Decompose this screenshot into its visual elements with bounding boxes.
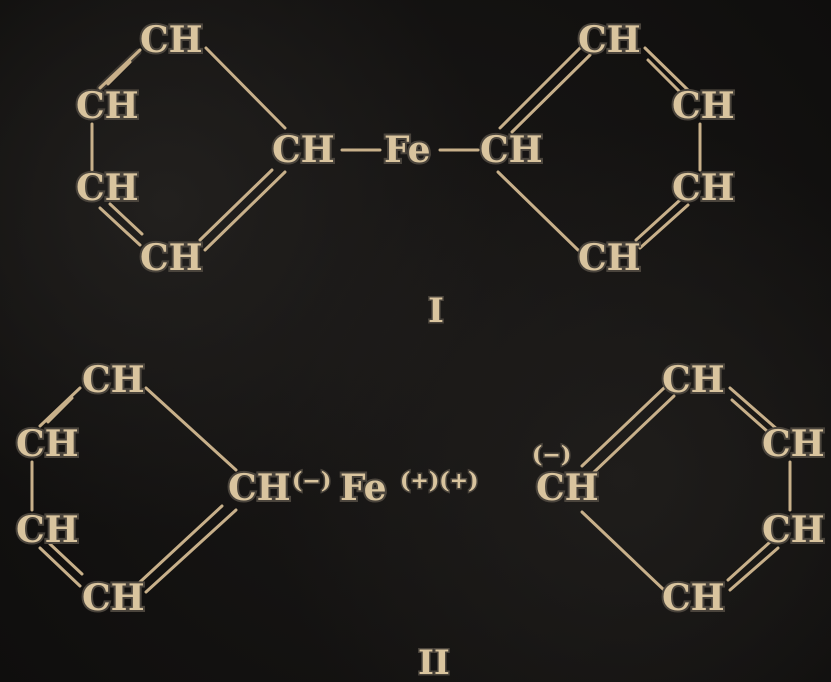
- I-left-top-ch: CH: [140, 19, 203, 61]
- bond-double: [726, 540, 772, 582]
- I-right-upper-ch: CH: [672, 85, 735, 127]
- bond-double: [198, 168, 274, 242]
- bond: [144, 386, 238, 472]
- II-metal-fe: Fe: [340, 467, 387, 509]
- bond: [580, 510, 666, 592]
- I-right-center-ch: CH: [480, 129, 543, 171]
- bond-double: [590, 394, 676, 476]
- structure-II-right-ring-bonds: [580, 386, 792, 592]
- bond: [498, 46, 582, 130]
- bond: [643, 46, 692, 94]
- II-right-center-ch: CH: [536, 467, 599, 509]
- I-right-top-ch: CH: [578, 19, 641, 61]
- bond: [203, 170, 287, 252]
- structure-I-left-ring-bonds: [90, 46, 287, 252]
- structure-II: CH CH CH CH CH (−) Fe (+)(+) (−) CH CH C…: [14, 357, 827, 682]
- I-left-center-ch: CH: [272, 129, 335, 171]
- structure-I: CH CH CH CH CH Fe CH CH CH CH CH I: [74, 17, 737, 333]
- II-right-bottom-ch: CH: [662, 577, 725, 619]
- I-left-upper-ch: CH: [76, 85, 139, 127]
- II-left-top-ch: CH: [82, 359, 145, 401]
- bond: [144, 508, 238, 594]
- bond: [98, 48, 142, 90]
- I-left-lower-ch: CH: [76, 167, 139, 209]
- structure-II-left-ring-bonds: [30, 386, 238, 594]
- bond-double: [106, 60, 132, 86]
- bond-double: [138, 504, 224, 584]
- bond: [728, 386, 780, 432]
- II-metal-charges: (+)(+): [400, 468, 479, 494]
- I-right-lower-ch: CH: [672, 167, 735, 209]
- II-left-bottom-ch: CH: [82, 577, 145, 619]
- structure-I-right-ring-bonds: [496, 46, 702, 252]
- bond-double: [634, 198, 682, 242]
- I-metal-fe: Fe: [384, 129, 431, 171]
- II-right-lower-ch: CH: [762, 509, 825, 551]
- bond-double: [108, 202, 144, 236]
- bond-double: [730, 398, 770, 434]
- II-left-lower-ch: CH: [16, 509, 79, 551]
- bond-double: [48, 542, 84, 576]
- structure-I-label: I: [428, 291, 444, 331]
- bond-double: [510, 53, 592, 134]
- bond-double: [646, 58, 682, 94]
- bond: [38, 386, 82, 428]
- II-right-top-ch: CH: [662, 359, 725, 401]
- bond: [496, 170, 580, 252]
- bond: [98, 206, 142, 247]
- II-left-charge: (−): [292, 468, 331, 494]
- I-right-bottom-ch: CH: [578, 237, 641, 279]
- bond: [204, 46, 287, 130]
- II-right-charge: (−): [532, 442, 571, 468]
- I-left-bottom-ch: CH: [140, 237, 203, 279]
- II-right-upper-ch: CH: [762, 423, 825, 465]
- bond: [38, 546, 82, 588]
- bond: [728, 546, 780, 592]
- II-left-center-ch: CH: [228, 467, 291, 509]
- bond: [638, 203, 690, 250]
- structure-II-label: II: [418, 643, 450, 682]
- bond: [580, 386, 666, 468]
- bond-double: [46, 396, 74, 424]
- II-left-upper-ch: CH: [16, 423, 79, 465]
